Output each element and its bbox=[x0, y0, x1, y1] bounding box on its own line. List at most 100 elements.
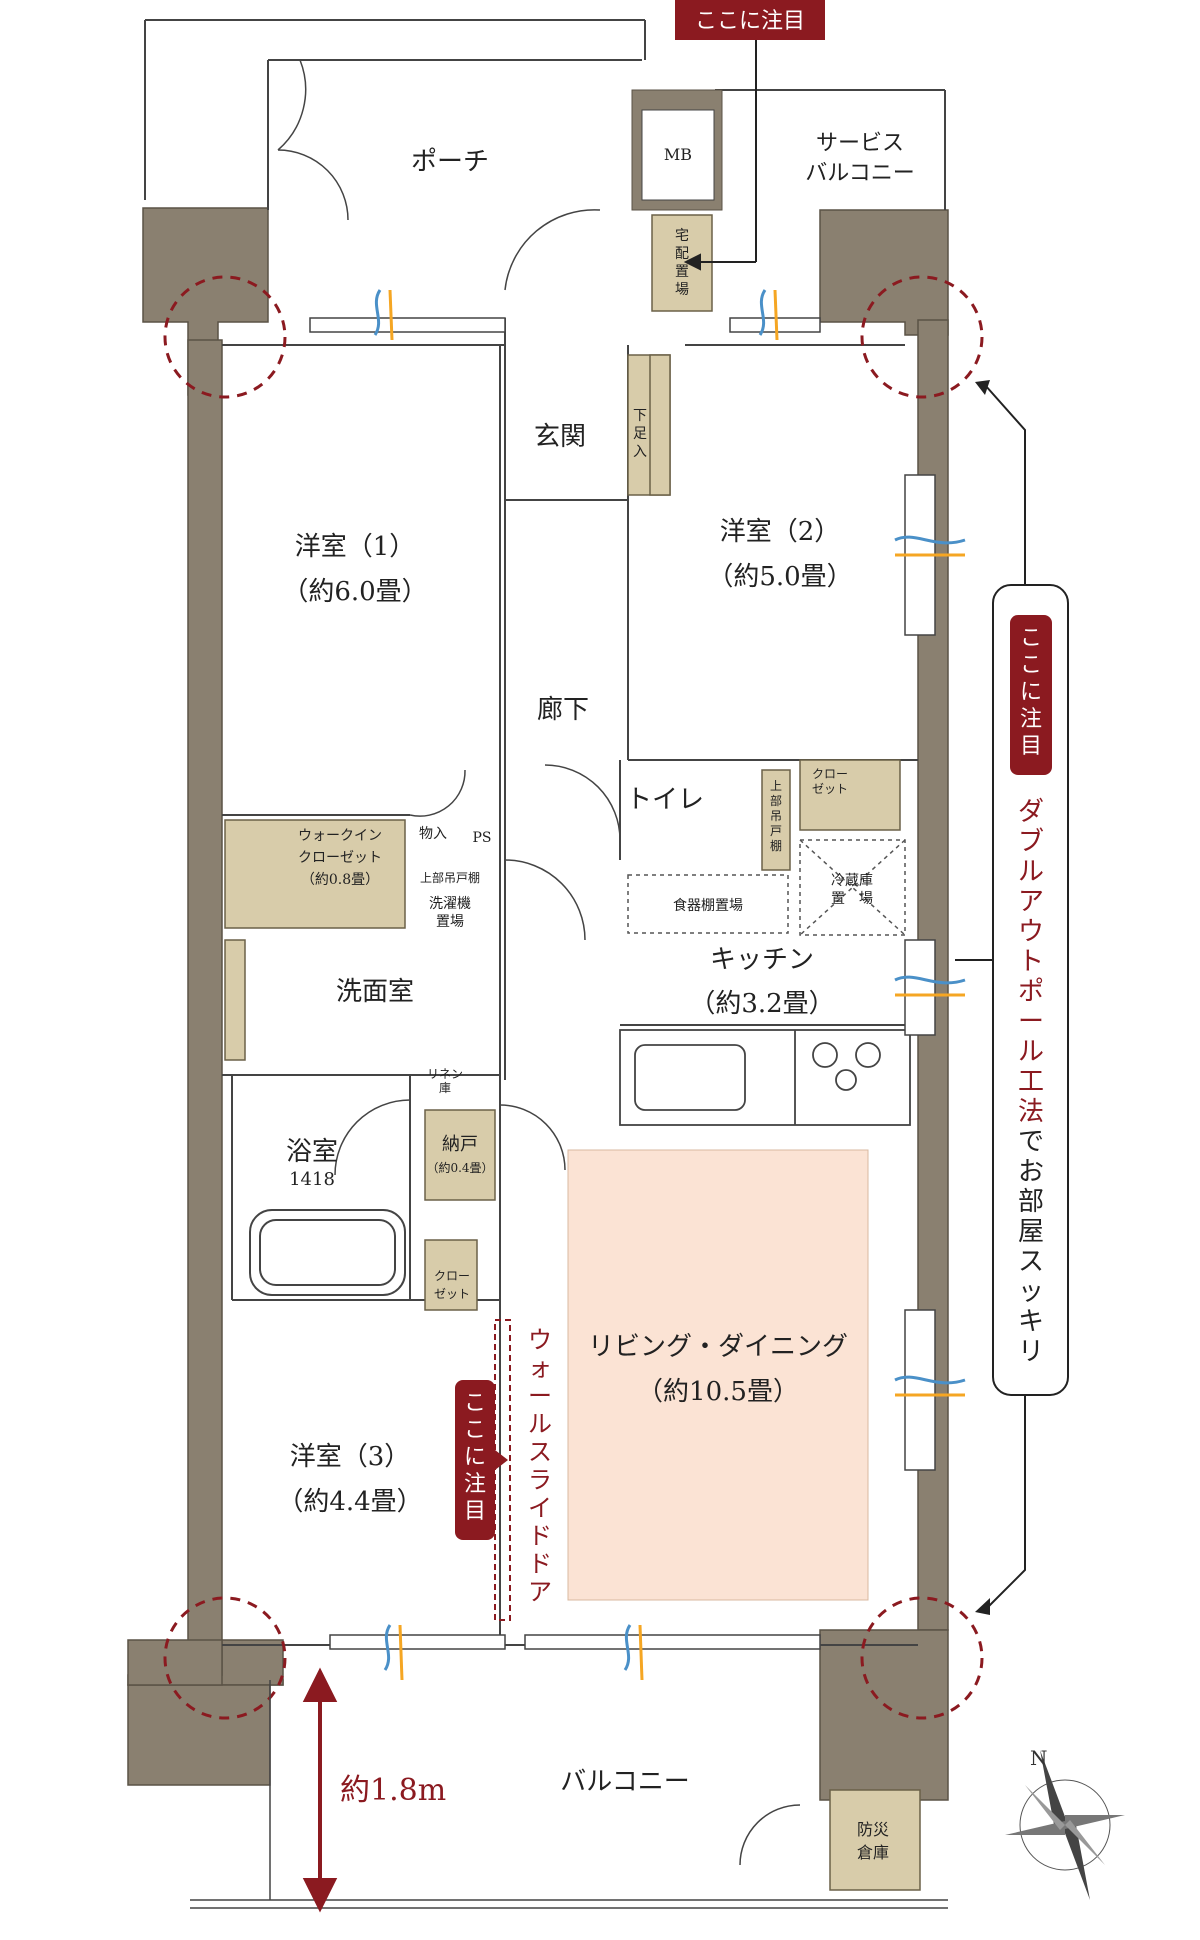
label-closet-2-a: クロー bbox=[812, 767, 848, 781]
outpole-char-7: ー bbox=[1018, 1007, 1044, 1037]
label-service-balcony-2: バルコニー bbox=[805, 161, 915, 186]
callout-left-char-0: こ bbox=[464, 1391, 486, 1416]
callout-right-char-2: に bbox=[1020, 680, 1042, 705]
label-living-name: リビング・ダイニング bbox=[588, 1332, 848, 1362]
label-living-size: （約10.5畳） bbox=[637, 1377, 799, 1407]
label-bathroom: 浴室 bbox=[286, 1137, 338, 1167]
label-delivery-2: 配 bbox=[675, 246, 689, 262]
label-western-2-size: （約5.0畳） bbox=[707, 562, 852, 592]
outpole-char-5: ト bbox=[1018, 947, 1044, 977]
label-linen-b: 庫 bbox=[439, 1081, 451, 1095]
outpole-char-10: 法 bbox=[1018, 1097, 1044, 1127]
label-porch: ポーチ bbox=[411, 147, 489, 177]
outpole-char-3: ア bbox=[1018, 887, 1044, 917]
label-closet-2-b: ゼット bbox=[812, 782, 848, 796]
outpole-char-12: お bbox=[1018, 1157, 1044, 1187]
outpole-char-18: リ bbox=[1018, 1337, 1044, 1367]
callout-left-char-3: 注 bbox=[464, 1472, 486, 1497]
label-western-3-size: （約4.4畳） bbox=[277, 1487, 422, 1517]
label-nando-size: （約0.4畳） bbox=[426, 1160, 493, 1175]
callout-left-char-2: に bbox=[464, 1445, 486, 1470]
label-toilet-shelf-4: 戸 bbox=[770, 824, 782, 838]
fridge-space bbox=[627, 839, 906, 936]
label-dish-shelf: 食器棚置場 bbox=[673, 897, 743, 914]
living-dining-area bbox=[567, 1149, 869, 1601]
wall-slide-char-2: ー bbox=[528, 1382, 552, 1410]
toilet-upper-shelf bbox=[761, 769, 791, 871]
outpole-char-13: 部 bbox=[1018, 1187, 1044, 1217]
storage-areas bbox=[224, 214, 921, 1891]
mb-box bbox=[631, 89, 723, 211]
label-walkin-b: クローゼット bbox=[298, 850, 382, 866]
wall-slide-char-9: ア bbox=[528, 1578, 552, 1606]
label-ps: PS bbox=[472, 830, 491, 846]
label-toilet-shelf-5: 棚 bbox=[770, 838, 782, 853]
callout-top-text: ここに注目 bbox=[695, 9, 805, 34]
outpole-char-4: ウ bbox=[1018, 917, 1044, 947]
label-toilet-shelf-1: 上 bbox=[770, 779, 782, 793]
wall-slide-char-8: ド bbox=[528, 1550, 552, 1578]
closet-3-fill bbox=[424, 1239, 478, 1311]
label-fridge-a: 冷蔵庫 bbox=[831, 872, 873, 889]
wall-slide-char-0: ウ bbox=[528, 1326, 552, 1354]
label-bath-size: 1418 bbox=[289, 1169, 335, 1190]
label-disaster-b: 倉庫 bbox=[857, 1843, 889, 1862]
outpole-char-14: 屋 bbox=[1018, 1217, 1044, 1247]
balcony-depth-label: 約1.8m bbox=[340, 1773, 446, 1808]
label-corridor: 廊下 bbox=[537, 695, 589, 725]
label-washroom: 洗面室 bbox=[336, 977, 414, 1007]
label-western-2-name: 洋室（2） bbox=[720, 517, 841, 547]
outpole-char-2: ル bbox=[1018, 857, 1044, 887]
nando-fill bbox=[424, 1109, 496, 1201]
callout-right-char-1: こ bbox=[1020, 653, 1042, 678]
outpole-char-15: ス bbox=[1018, 1247, 1044, 1277]
callout-badge-right bbox=[1010, 615, 1052, 775]
callout-badge-top: ここに注目 bbox=[675, 0, 825, 40]
balcony-depth-arrow bbox=[302, 1667, 338, 1913]
compass-icon bbox=[1005, 1750, 1125, 1900]
wall-slide-char-5: ラ bbox=[528, 1466, 552, 1494]
wall-slide-char-7: ド bbox=[528, 1522, 552, 1550]
label-western-3-name: 洋室（3） bbox=[290, 1442, 411, 1472]
label-storage: 物入 bbox=[419, 826, 447, 842]
label-washer-a: 洗濯機 bbox=[429, 896, 471, 912]
label-entrance: 玄関 bbox=[534, 422, 586, 452]
wall-slide-char-1: ォ bbox=[528, 1354, 552, 1382]
outpole-char-6: ポ bbox=[1018, 977, 1044, 1007]
label-closet-3-a: クロー bbox=[434, 1269, 470, 1283]
label-linen-a: リネン bbox=[427, 1067, 463, 1081]
wall-slide-char-3: ル bbox=[528, 1410, 552, 1438]
outpole-char-11: で bbox=[1018, 1127, 1044, 1157]
label-toilet-shelf-3: 吊 bbox=[770, 809, 782, 823]
label-delivery-4: 場 bbox=[675, 282, 689, 298]
label-washer-b: 置場 bbox=[436, 914, 464, 930]
callout-right-char-4: 目 bbox=[1020, 734, 1042, 759]
pillar-highlight-circles bbox=[163, 275, 984, 1720]
label-delivery-1: 宅 bbox=[675, 228, 689, 244]
disaster-storage-fill bbox=[829, 1789, 921, 1891]
label-service-balcony-1: サービス bbox=[816, 131, 904, 156]
bathtub bbox=[249, 1209, 406, 1296]
outpole-char-9: 工 bbox=[1018, 1067, 1044, 1097]
closet-2-fill bbox=[799, 759, 901, 831]
label-disaster-a: 防災 bbox=[857, 1820, 889, 1839]
callout-badge-left bbox=[455, 1380, 508, 1540]
label-nando-name: 納戸 bbox=[442, 1134, 478, 1155]
airflow-marks bbox=[373, 289, 966, 1681]
label-western-1-size: （約6.0畳） bbox=[282, 577, 427, 607]
label-toilet-shelf-2: 部 bbox=[770, 793, 782, 808]
callout-right-text: ここに注目 bbox=[1020, 626, 1042, 759]
label-kitchen-size: （約3.2畳） bbox=[689, 989, 834, 1019]
callout-right-char-0: こ bbox=[1020, 626, 1042, 651]
callout-right-char-3: 注 bbox=[1020, 707, 1042, 732]
outpole-char-0: ダ bbox=[1018, 797, 1044, 827]
callout-left-char-4: 目 bbox=[464, 1499, 486, 1524]
label-fridge-b: 置 場 bbox=[831, 891, 873, 907]
delivery-callout-arrow bbox=[683, 38, 757, 271]
label-balcony: バルコニー bbox=[560, 1767, 689, 1797]
label-kitchen-name: キッチン bbox=[710, 945, 814, 975]
door-swings bbox=[277, 59, 801, 1866]
